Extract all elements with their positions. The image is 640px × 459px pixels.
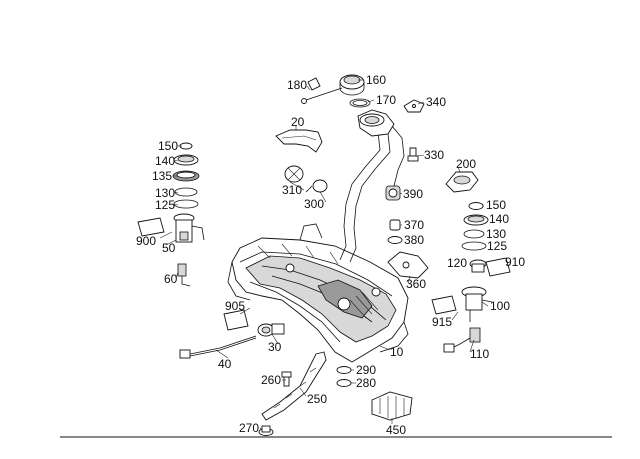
washer-380[interactable] — [387, 236, 403, 244]
label-260[interactable]: 260 — [261, 373, 281, 387]
label-100[interactable]: 100 — [490, 299, 510, 313]
label-140-left[interactable]: 140 — [155, 154, 175, 168]
label-300[interactable]: 300 — [304, 197, 324, 211]
screw-260[interactable] — [281, 371, 292, 387]
mount-390[interactable] — [385, 185, 401, 201]
left-ring-130[interactable] — [174, 187, 198, 197]
label-140-right[interactable]: 140 — [489, 212, 509, 226]
label-905[interactable]: 905 — [225, 299, 245, 313]
label-50[interactable]: 50 — [162, 241, 176, 255]
left-ring-135[interactable] — [172, 170, 200, 182]
tag-910[interactable] — [485, 257, 511, 277]
label-450[interactable]: 450 — [386, 423, 406, 437]
connector-30[interactable] — [257, 323, 285, 337]
part-number-labels: 180 160 170 340 20 330 150 140 135 130 1… — [136, 73, 525, 437]
label-125-left[interactable]: 125 — [155, 198, 175, 212]
label-130-left[interactable]: 130 — [155, 186, 175, 200]
label-170[interactable]: 170 — [376, 93, 396, 107]
label-135[interactable]: 135 — [152, 169, 172, 183]
fuel-tank[interactable] — [227, 223, 409, 363]
tag-900[interactable] — [137, 217, 165, 237]
label-910[interactable]: 910 — [505, 255, 525, 269]
label-10[interactable]: 10 — [390, 345, 404, 359]
pump-310[interactable] — [284, 165, 304, 183]
left-ring-125[interactable] — [173, 199, 199, 209]
filler-neck-pipe[interactable] — [339, 109, 405, 263]
seal-ring-170[interactable] — [349, 98, 371, 108]
cap-120[interactable] — [469, 259, 487, 273]
leader-lines — [159, 79, 489, 431]
sensor-60[interactable] — [177, 263, 191, 287]
label-180[interactable]: 180 — [287, 78, 307, 92]
tag-905[interactable] — [223, 309, 249, 331]
left-ring-140[interactable] — [173, 154, 199, 166]
washer-280[interactable] — [336, 379, 352, 387]
label-370[interactable]: 370 — [404, 218, 424, 232]
fuel-sender-50[interactable] — [173, 213, 205, 243]
bolt-330[interactable] — [407, 147, 419, 162]
wire-40[interactable] — [179, 335, 257, 359]
foam-pad-450[interactable] — [371, 391, 413, 421]
label-30[interactable]: 30 — [268, 340, 282, 354]
label-200[interactable]: 200 — [456, 157, 476, 171]
label-360[interactable]: 360 — [406, 277, 426, 291]
label-270[interactable]: 270 — [239, 421, 259, 435]
label-250[interactable]: 250 — [307, 392, 327, 406]
label-290[interactable]: 290 — [356, 363, 376, 377]
tag-915[interactable] — [431, 295, 457, 315]
label-120[interactable]: 120 — [447, 256, 467, 270]
bracket-200[interactable] — [445, 171, 479, 193]
label-60[interactable]: 60 — [164, 272, 178, 286]
right-ring-130[interactable] — [463, 229, 485, 239]
label-110[interactable]: 110 — [470, 347, 489, 361]
label-330[interactable]: 330 — [424, 148, 444, 162]
label-20[interactable]: 20 — [291, 115, 305, 129]
mount-270[interactable] — [258, 425, 274, 436]
label-125-right[interactable]: 125 — [487, 239, 507, 253]
label-380[interactable]: 380 — [404, 233, 424, 247]
heat-shield-20[interactable] — [275, 129, 323, 153]
right-ring-150[interactable] — [468, 202, 484, 210]
cap-tether[interactable] — [301, 77, 343, 104]
gasket-plate-360[interactable] — [387, 251, 429, 279]
label-915[interactable]: 915 — [432, 315, 452, 329]
label-280[interactable]: 280 — [356, 376, 376, 390]
label-130-right[interactable]: 130 — [486, 227, 506, 241]
label-900[interactable]: 900 — [136, 234, 156, 248]
label-160[interactable]: 160 — [366, 73, 386, 87]
float-arm-110[interactable] — [443, 327, 481, 353]
label-150-right[interactable]: 150 — [486, 198, 506, 212]
cover-plate-340[interactable] — [403, 99, 425, 113]
filler-cap[interactable] — [339, 74, 365, 96]
sender-100[interactable] — [461, 286, 493, 322]
pump-300[interactable] — [305, 179, 328, 193]
label-310[interactable]: 310 — [282, 183, 302, 197]
label-390[interactable]: 390 — [403, 187, 423, 201]
part-370[interactable] — [389, 219, 401, 231]
strap-250[interactable] — [261, 351, 327, 421]
right-ring-140[interactable] — [463, 214, 489, 226]
label-150-left[interactable]: 150 — [158, 139, 178, 153]
washer-290[interactable] — [336, 366, 352, 374]
label-340[interactable]: 340 — [426, 95, 446, 109]
right-ring-125[interactable] — [461, 241, 487, 251]
label-40[interactable]: 40 — [218, 357, 232, 371]
